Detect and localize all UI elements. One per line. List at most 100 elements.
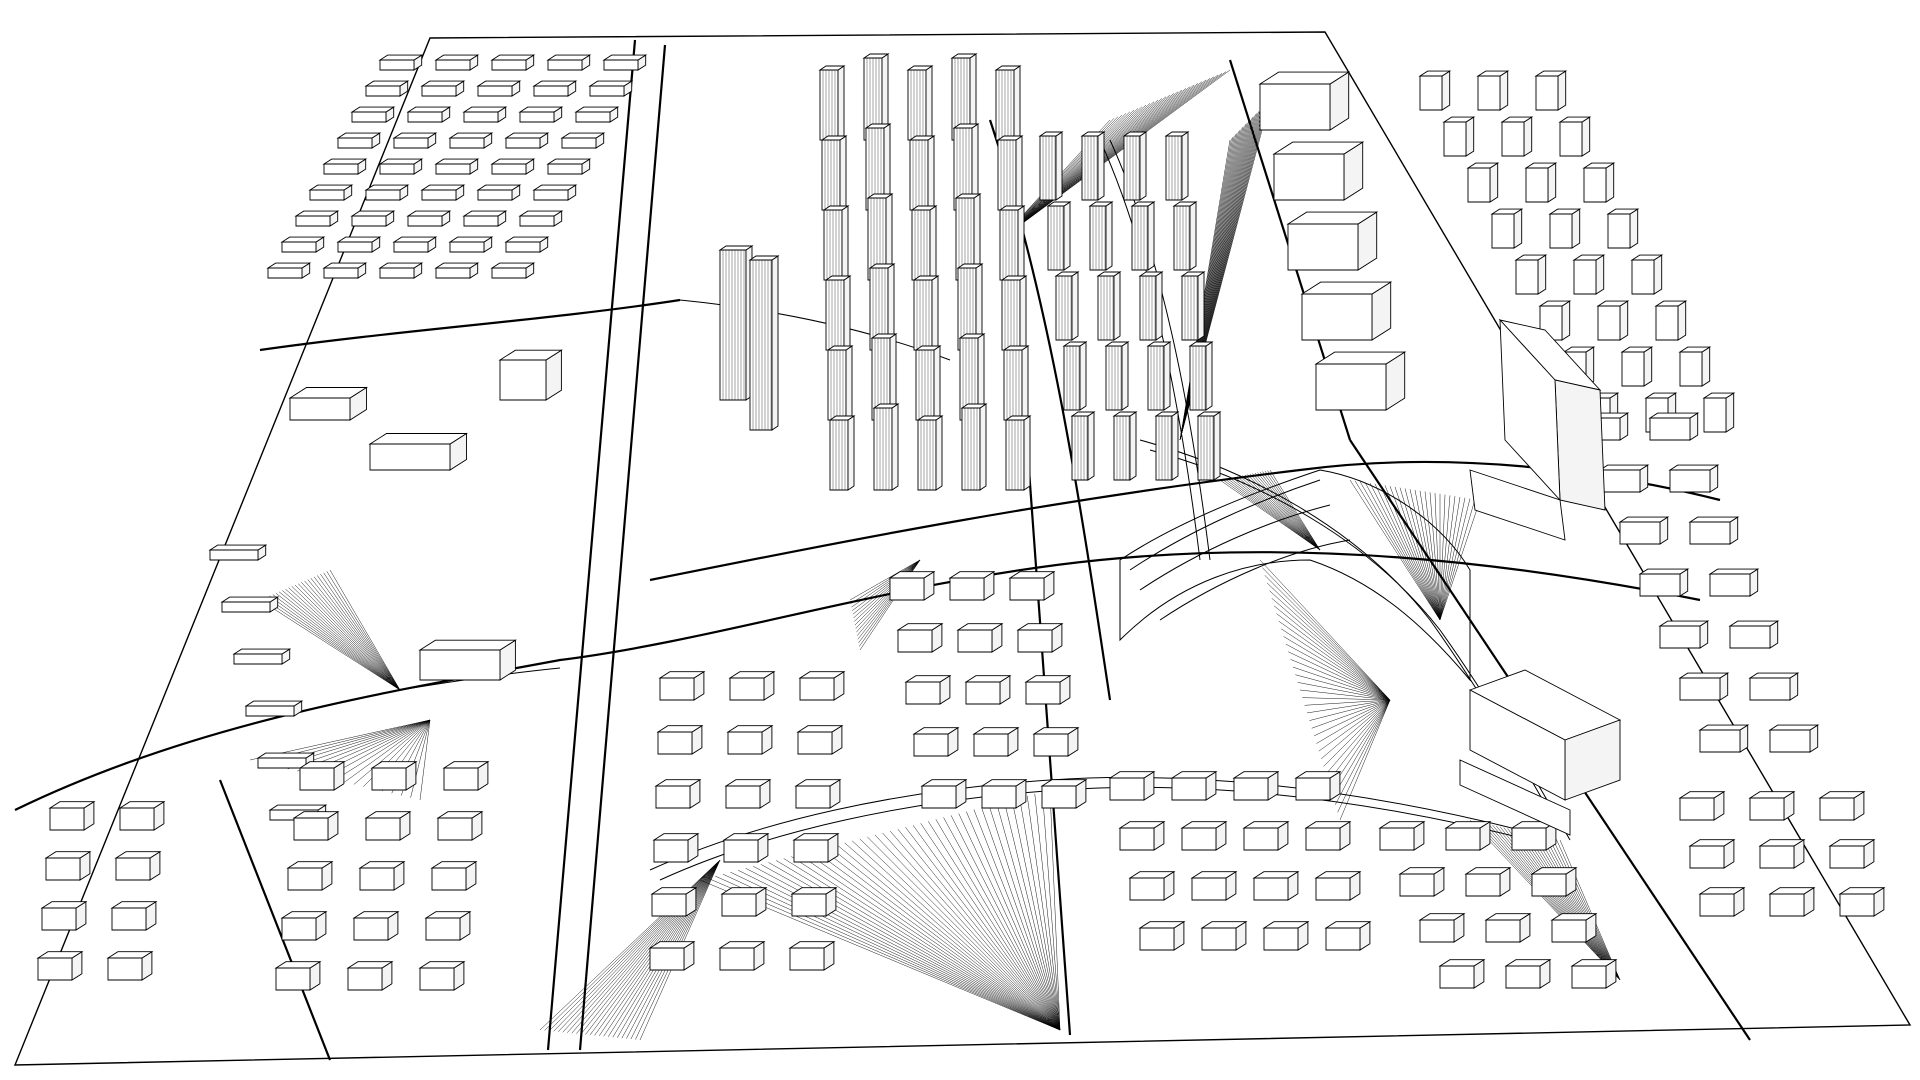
cross-residential-40 xyxy=(964,674,1012,705)
podium-block-west-a xyxy=(288,386,369,421)
low-rise-bar-31 xyxy=(350,210,396,227)
east-tower-30 xyxy=(1638,568,1690,597)
residential-tower-12 xyxy=(910,205,938,281)
northeast-block-1 xyxy=(1272,141,1365,201)
residential-tower-4 xyxy=(994,65,1022,141)
low-rise-bar-20 xyxy=(322,158,368,175)
east-tower-25 xyxy=(1648,412,1700,441)
low-rise-bar-41 xyxy=(322,262,368,279)
west-bar-1 xyxy=(220,596,280,613)
east-point-tower-16 xyxy=(1596,300,1630,341)
cross-residential-38 xyxy=(1016,622,1064,653)
residential-tower-33 xyxy=(1164,131,1190,201)
west-bar-2 xyxy=(232,648,292,665)
low-rise-bar-34 xyxy=(518,210,564,227)
east-tower-37 xyxy=(1768,724,1820,753)
cross-residential-53 xyxy=(1180,820,1228,851)
residential-tower-39 xyxy=(1096,271,1122,341)
cross-residential-69 xyxy=(1530,866,1578,897)
low-rise-bar-12 xyxy=(462,106,508,123)
east-tower-31 xyxy=(1708,568,1760,597)
residential-tower-2 xyxy=(906,65,934,141)
cross-residential-16 xyxy=(728,670,776,701)
cross-residential-80 xyxy=(1758,838,1806,869)
east-point-tower-19 xyxy=(1620,346,1654,387)
low-rise-bar-16 xyxy=(392,132,438,149)
residential-tower-31 xyxy=(1080,131,1106,201)
low-rise-bar-13 xyxy=(518,106,564,123)
residential-tower-6 xyxy=(864,123,892,211)
cross-residential-83 xyxy=(1768,886,1816,917)
cross-residential-2 xyxy=(442,760,490,791)
low-rise-bar-30 xyxy=(294,210,340,227)
east-tower-26 xyxy=(1598,464,1650,493)
cross-residential-9 xyxy=(280,910,328,941)
east-tower-27 xyxy=(1668,464,1720,493)
cross-residential-33 xyxy=(888,570,936,601)
east-tower-29 xyxy=(1688,516,1740,545)
residential-tower-35 xyxy=(1088,201,1114,271)
cross-residential-24 xyxy=(652,832,700,863)
low-rise-bar-32 xyxy=(406,210,452,227)
residential-tower-47 xyxy=(1112,411,1138,481)
cross-residential-7 xyxy=(358,860,406,891)
cross-residential-49 xyxy=(1170,770,1218,801)
cross-residential-43 xyxy=(972,726,1020,757)
residential-tower-40 xyxy=(1138,271,1164,341)
low-rise-bar-25 xyxy=(308,184,354,201)
cross-residential-1 xyxy=(370,760,418,791)
cross-residential-54 xyxy=(1242,820,1290,851)
northeast-block-4 xyxy=(1314,351,1407,411)
east-point-tower-9 xyxy=(1490,208,1524,249)
cross-residential-21 xyxy=(654,778,702,809)
cross-residential-64 xyxy=(1378,820,1426,851)
cross-residential-10 xyxy=(352,910,400,941)
west-bar-0 xyxy=(208,544,268,561)
east-point-tower-12 xyxy=(1514,254,1548,295)
low-rise-bar-37 xyxy=(392,236,438,253)
cross-residential-78 xyxy=(1818,790,1866,821)
cross-residential-68 xyxy=(1464,866,1512,897)
cross-residential-70 xyxy=(1418,912,1466,943)
podium-block-west-b xyxy=(368,432,469,471)
east-point-tower-4 xyxy=(1500,116,1534,157)
low-rise-bar-6 xyxy=(420,80,466,97)
cross-residential-19 xyxy=(726,724,774,755)
low-rise-bar-39 xyxy=(504,236,550,253)
cross-residential-58 xyxy=(1252,870,1300,901)
central-canopy-landform xyxy=(1119,469,1471,682)
east-point-tower-0 xyxy=(1418,70,1452,111)
residential-tower-13 xyxy=(954,193,982,281)
residential-tower-36 xyxy=(1130,201,1156,271)
cross-residential-59 xyxy=(1314,870,1362,901)
residential-tower-18 xyxy=(956,263,984,351)
east-point-tower-7 xyxy=(1524,162,1558,203)
cross-residential-79 xyxy=(1688,838,1736,869)
west-bar-4 xyxy=(256,752,316,769)
cross-residential-41 xyxy=(1024,674,1072,705)
cross-residential-39 xyxy=(904,674,952,705)
cross-residential-12 xyxy=(274,960,322,991)
residential-tower-44 xyxy=(1146,341,1172,411)
cross-residential-35 xyxy=(1008,570,1056,601)
cross-residential-89 xyxy=(40,900,88,931)
cross-residential-47 xyxy=(1040,778,1088,809)
low-rise-bar-27 xyxy=(420,184,466,201)
cross-residential-20 xyxy=(796,724,844,755)
cross-residential-55 xyxy=(1304,820,1352,851)
cross-residential-48 xyxy=(1108,770,1156,801)
residential-tower-11 xyxy=(866,193,894,281)
cross-residential-67 xyxy=(1398,866,1446,897)
east-point-tower-6 xyxy=(1466,162,1500,203)
cross-residential-90 xyxy=(110,900,158,931)
cross-residential-84 xyxy=(1838,886,1886,917)
cross-residential-3 xyxy=(292,810,340,841)
northeast-block-0 xyxy=(1258,71,1351,131)
cross-residential-22 xyxy=(724,778,772,809)
low-rise-bar-35 xyxy=(280,236,326,253)
cross-residential-72 xyxy=(1550,912,1598,943)
low-rise-bar-24 xyxy=(546,158,592,175)
low-rise-bar-36 xyxy=(336,236,382,253)
residential-tower-46 xyxy=(1070,411,1096,481)
